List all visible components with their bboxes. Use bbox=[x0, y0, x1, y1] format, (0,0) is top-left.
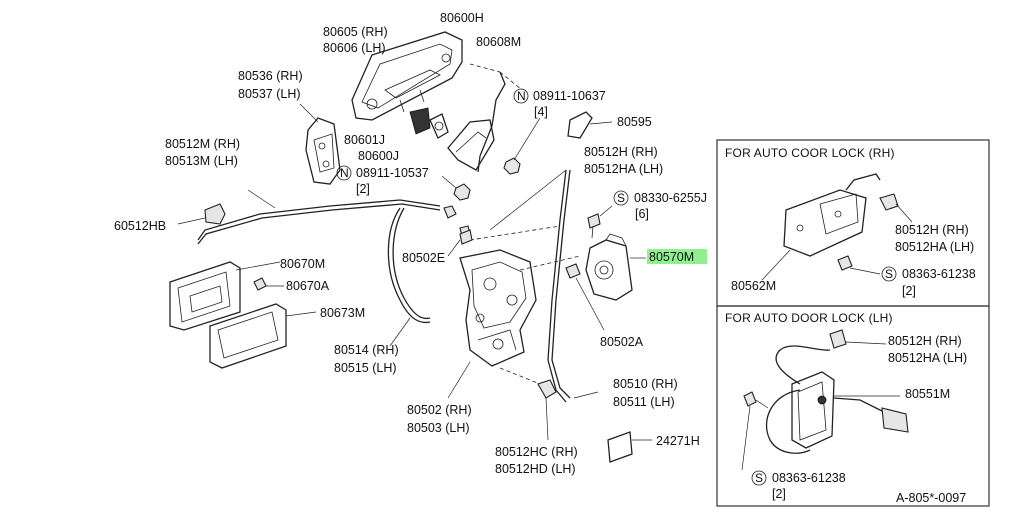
svg-text:[4]: [4] bbox=[534, 105, 548, 119]
rod-80514 bbox=[387, 207, 431, 347]
svg-text:80600H: 80600H bbox=[440, 11, 484, 25]
svg-text:80670M: 80670M bbox=[280, 257, 325, 271]
svg-text:08363-61238: 08363-61238 bbox=[772, 471, 846, 485]
svg-text:80606 (LH): 80606 (LH) bbox=[323, 41, 386, 55]
actuator-plate-80562m bbox=[761, 173, 881, 281]
svg-text:80515 (LH): 80515 (LH) bbox=[334, 361, 397, 375]
svg-text:08911-10637: 08911-10637 bbox=[533, 89, 606, 103]
svg-text:80605 (RH): 80605 (RH) bbox=[323, 25, 388, 39]
svg-text:N: N bbox=[517, 89, 526, 103]
rod-80608m bbox=[447, 63, 523, 173]
bolt-80502e bbox=[447, 229, 473, 257]
svg-text:FOR AUTO DOOR LOCK (LH): FOR AUTO DOOR LOCK (LH) bbox=[725, 311, 893, 325]
handle-linkage-80601j bbox=[409, 107, 449, 139]
svg-text:80595: 80595 bbox=[617, 115, 652, 129]
svg-text:80551M: 80551M bbox=[905, 387, 950, 401]
svg-text:[2]: [2] bbox=[356, 182, 370, 196]
svg-text:08363-61238: 08363-61238 bbox=[902, 267, 976, 281]
svg-text:80512HA (LH): 80512HA (LH) bbox=[888, 351, 967, 365]
svg-text:[2]: [2] bbox=[772, 487, 786, 501]
outside-handle-part bbox=[351, 31, 463, 121]
bolt-80502a bbox=[565, 263, 605, 331]
svg-text:S: S bbox=[617, 191, 625, 205]
svg-text:A-805*-0097: A-805*-0097 bbox=[896, 491, 966, 505]
inside-handle-80670m bbox=[169, 261, 284, 331]
clip-80512h-lh bbox=[829, 329, 887, 349]
svg-text:80512HC (RH): 80512HC (RH) bbox=[495, 445, 578, 459]
svg-text:80511 (LH): 80511 (LH) bbox=[613, 395, 675, 409]
bracket-80570m bbox=[585, 233, 646, 301]
svg-text:80670A: 80670A bbox=[286, 279, 330, 293]
screw-08363-rh bbox=[837, 255, 881, 275]
svg-text:08330-6255J: 08330-6255J bbox=[634, 191, 707, 205]
escutcheon-80673m bbox=[209, 303, 317, 369]
rod-80512m bbox=[197, 189, 441, 245]
svg-text:80600J: 80600J bbox=[358, 149, 399, 163]
svg-text:80562M: 80562M bbox=[731, 279, 776, 293]
svg-text:[2]: [2] bbox=[902, 284, 916, 298]
svg-text:80673M: 80673M bbox=[320, 306, 365, 320]
svg-text:80502E: 80502E bbox=[402, 251, 445, 265]
svg-text:60512HB: 60512HB bbox=[114, 219, 166, 233]
label-24271h bbox=[607, 431, 652, 463]
svg-text:S: S bbox=[885, 267, 893, 281]
svg-text:S: S bbox=[755, 471, 763, 485]
svg-text:80512HA (LH): 80512HA (LH) bbox=[895, 240, 974, 254]
svg-text:80512HD (LH): 80512HD (LH) bbox=[495, 462, 576, 476]
svg-text:80512M (RH): 80512M (RH) bbox=[165, 137, 240, 151]
svg-text:80570M: 80570M bbox=[649, 250, 694, 264]
svg-text:80512H (RH): 80512H (RH) bbox=[888, 334, 962, 348]
svg-text:08911-10537: 08911-10537 bbox=[356, 166, 429, 180]
svg-text:N: N bbox=[340, 166, 349, 180]
svg-text:[6]: [6] bbox=[635, 207, 649, 221]
clip-80512hb bbox=[177, 203, 226, 225]
svg-text:80608M: 80608M bbox=[476, 35, 521, 49]
svg-text:80510 (RH): 80510 (RH) bbox=[613, 377, 678, 391]
screw-08330 bbox=[587, 205, 613, 239]
svg-text:80512H (RH): 80512H (RH) bbox=[584, 145, 658, 159]
svg-text:80513M (LH): 80513M (LH) bbox=[165, 154, 238, 168]
main-labels: 80605 (RH) 80606 (LH) 80600H 80608M 8053… bbox=[114, 11, 707, 476]
svg-text:80502A: 80502A bbox=[600, 335, 644, 349]
svg-text:80537 (LH): 80537 (LH) bbox=[238, 87, 301, 101]
svg-text:80536 (RH): 80536 (RH) bbox=[238, 69, 303, 83]
inside-handle-bracket-80536 bbox=[299, 103, 341, 185]
svg-text:FOR AUTO COOR LOCK (RH): FOR AUTO COOR LOCK (RH) bbox=[725, 146, 895, 160]
svg-text:80514 (RH): 80514 (RH) bbox=[334, 343, 399, 357]
door-lock-actuator-80502 bbox=[447, 225, 581, 399]
svg-text:80512HA (LH): 80512HA (LH) bbox=[584, 162, 663, 176]
pad-80595 bbox=[567, 111, 613, 139]
auto-door-lock-lh-box: FOR AUTO DOOR LOCK (LH) 80512H (RH) 8051… bbox=[716, 305, 990, 507]
svg-text:80601J: 80601J bbox=[344, 133, 385, 147]
nut-08911-10637 bbox=[503, 117, 541, 175]
svg-text:80512H (RH): 80512H (RH) bbox=[895, 223, 969, 237]
screw-08363-lh bbox=[741, 391, 769, 471]
nut-08911-10537 bbox=[441, 175, 471, 237]
clip-80512hc bbox=[537, 379, 557, 441]
rod-80510 bbox=[489, 169, 599, 403]
svg-text:24271H: 24271H bbox=[656, 434, 700, 448]
clip-80512h-rh bbox=[879, 193, 913, 223]
svg-text:80502 (RH): 80502 (RH) bbox=[407, 403, 472, 417]
svg-text:80503 (LH): 80503 (LH) bbox=[407, 421, 470, 435]
actuator-80551m bbox=[765, 345, 909, 454]
auto-door-lock-rh-box: FOR AUTO COOR LOCK (RH) 80512H (RH) 8051… bbox=[716, 139, 990, 307]
